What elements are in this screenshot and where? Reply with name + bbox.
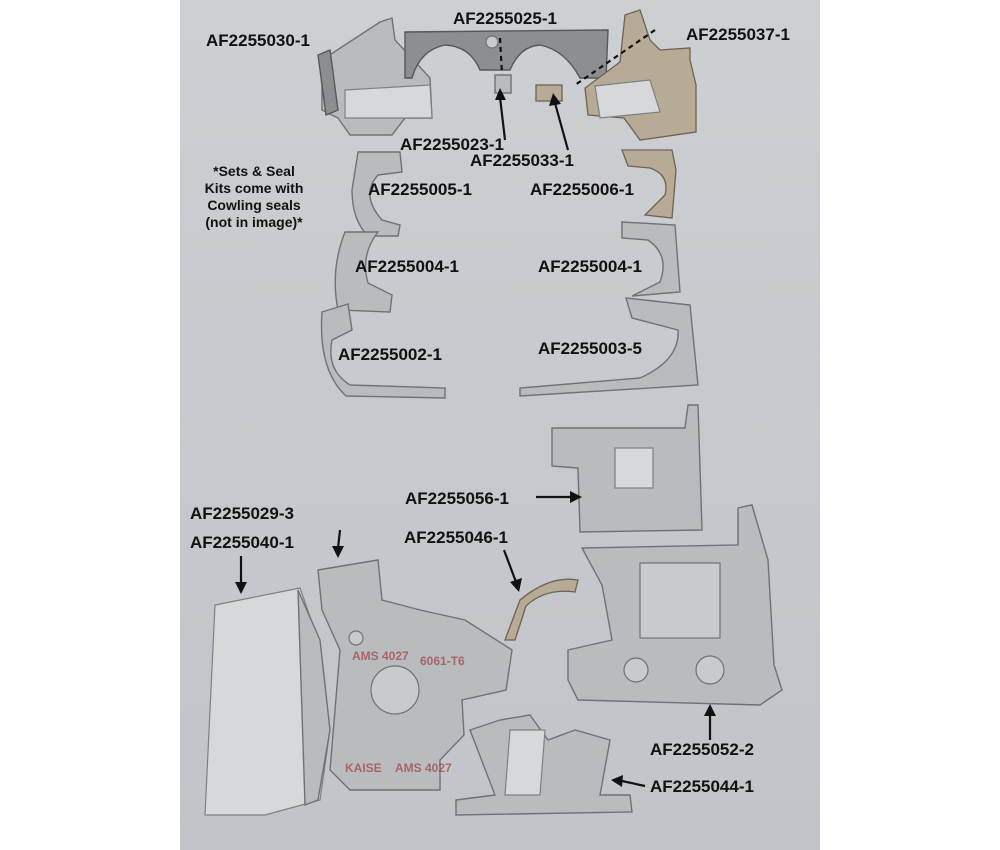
part-af2255006	[621, 149, 677, 219]
cowling-seal-note: *Sets & Seal Kits come with Cowling seal…	[186, 163, 322, 231]
part-af2255004-left	[334, 231, 393, 313]
part-af2255030	[317, 17, 433, 136]
label-af2255052: AF2255052-2	[650, 740, 754, 759]
label-af2255037: AF2255037-1	[686, 25, 790, 44]
part-af2255056	[551, 404, 703, 533]
label-af2255040: AF2255040-1	[190, 533, 294, 552]
label-af2255030: AF2255030-1	[206, 31, 310, 50]
label-af2255004-right: AF2255004-1	[538, 257, 642, 276]
arrows	[235, 29, 716, 788]
label-af2255004-left: AF2255004-1	[355, 257, 459, 276]
label-af2255006: AF2255006-1	[530, 180, 634, 199]
part-af2255029: AMS 4027 6061-T6 KAISE AMS 4027	[317, 559, 513, 791]
note-line-3: Cowling seals	[207, 197, 301, 214]
note-line-1: *Sets & Seal	[213, 163, 295, 179]
label-af2255056: AF2255056-1	[405, 489, 509, 508]
label-af2255046: AF2255046-1	[404, 528, 508, 547]
part-af2255003	[519, 297, 699, 397]
label-af2255029: AF2255029-3	[190, 504, 294, 523]
label-af2255025: AF2255025-1	[453, 9, 557, 28]
part-af2255002	[320, 303, 446, 399]
label-af2255033: AF2255033-1	[470, 151, 574, 170]
part-af2255052	[567, 504, 783, 706]
label-af2255003: AF2255003-5	[538, 339, 642, 358]
stamp-4: AMS 4027	[395, 761, 452, 775]
part-af2255046	[504, 578, 579, 641]
label-af2255002: AF2255002-1	[338, 345, 442, 364]
part-af2255033	[535, 84, 563, 102]
stamp-1: AMS 4027	[352, 649, 409, 663]
label-af2255044: AF2255044-1	[650, 777, 754, 796]
stamp-2: 6061-T6	[420, 654, 465, 668]
label-af2255005: AF2255005-1	[368, 180, 472, 199]
part-af2255044	[455, 714, 633, 816]
note-line-2: Kits come with	[204, 180, 304, 197]
label-af2255023: AF2255023-1	[400, 135, 504, 154]
part-af2255037	[584, 9, 697, 141]
part-af2255005	[351, 151, 403, 237]
part-af2255025	[404, 29, 609, 79]
stamp-3: KAISE	[345, 761, 382, 775]
note-line-4: (not in image)*	[205, 214, 303, 231]
part-af2255004-right	[621, 221, 681, 297]
part-af2255040	[204, 587, 331, 816]
part-af2255023	[494, 74, 512, 94]
